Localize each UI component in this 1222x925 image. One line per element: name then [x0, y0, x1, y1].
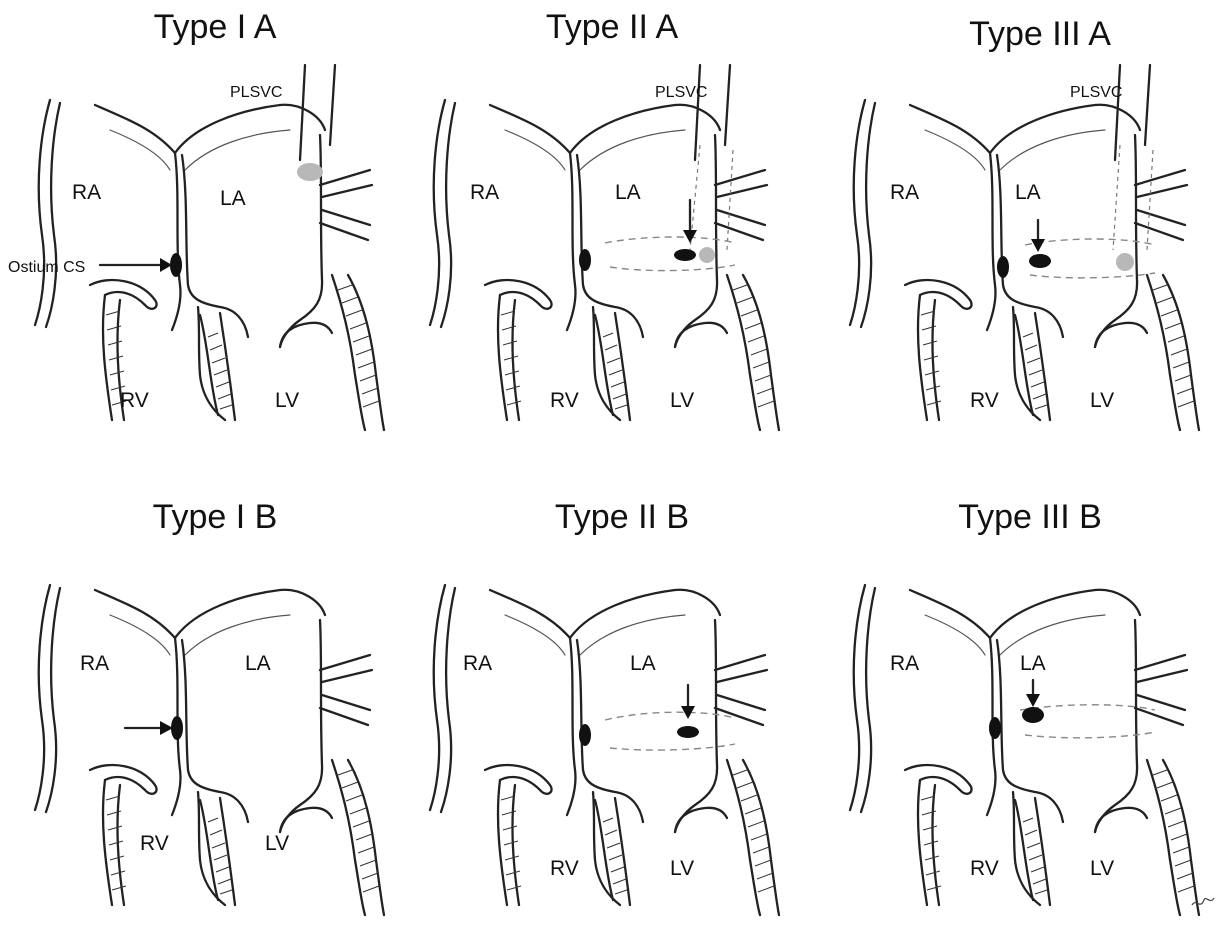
ra-label: RA — [463, 652, 492, 675]
cs-vessel-marker — [297, 163, 323, 181]
plsvc-label: PLSVC — [230, 84, 282, 101]
cs-lesion-marker — [1022, 707, 1044, 723]
ra-label: RA — [890, 652, 919, 675]
rv-label: RV — [140, 832, 169, 855]
lv-label: LV — [275, 389, 299, 412]
arrow-down-icon — [1031, 239, 1045, 252]
cs-vessel-marker — [1116, 253, 1134, 271]
panel-type-iiib: Type III B RA LA RV LV — [850, 498, 1199, 915]
ra-label: RA — [890, 181, 919, 204]
ostium-cs-label: Ostium CS — [8, 259, 85, 276]
arrow-head-icon — [160, 721, 173, 735]
ra-label: RA — [72, 181, 101, 204]
panel-type-iiia: Type III A PLSVC RA LA RV LV — [850, 15, 1199, 430]
rv-label: RV — [970, 389, 999, 412]
la-label: LA — [220, 187, 246, 210]
rv-label: RV — [970, 857, 999, 880]
panel-title: Type III A — [969, 15, 1111, 53]
lv-label: LV — [1090, 857, 1114, 880]
la-label: LA — [245, 652, 271, 675]
plsvc-label: PLSVC — [1070, 84, 1122, 101]
panel-title: Type I A — [154, 8, 277, 46]
ostium-cs-marker — [997, 256, 1009, 278]
arrow-down-icon — [683, 230, 697, 243]
panel-title: Type II A — [546, 8, 679, 46]
ra-label: RA — [470, 181, 499, 204]
la-label: LA — [630, 652, 656, 675]
rv-label: RV — [550, 389, 579, 412]
panel-type-ib: Type I B RA LA RV LV — [35, 498, 384, 915]
cs-lesion-marker — [677, 726, 699, 738]
plsvc-dashed-course — [1113, 145, 1153, 250]
cs-lesion-marker — [1029, 254, 1051, 268]
lv-label: LV — [265, 832, 289, 855]
la-label: LA — [615, 181, 641, 204]
panel-title: Type I B — [153, 498, 278, 536]
panel-type-ia: Type I A PLSVC RA LA RV LV Ostium CS — [8, 8, 384, 430]
cs-vessel-marker — [699, 247, 715, 263]
lv-label: LV — [670, 857, 694, 880]
arrow-down-icon — [1026, 694, 1040, 707]
la-label: LA — [1020, 652, 1046, 675]
panel-type-iia: Type II A PLSVC RA LA RV LV — [430, 8, 779, 430]
la-label: LA — [1015, 181, 1041, 204]
plsvc-dashed-course — [690, 145, 733, 250]
ostium-cs-marker — [579, 724, 591, 746]
ostium-cs-marker — [579, 249, 591, 271]
ostium-cs-marker — [989, 717, 1001, 739]
panel-title: Type III B — [958, 498, 1102, 536]
lv-label: LV — [670, 389, 694, 412]
cs-lesion-marker — [674, 249, 696, 261]
panel-type-iib: Type II B RA LA RV LV — [430, 498, 779, 915]
rv-label: RV — [550, 857, 579, 880]
arrow-head-icon — [160, 258, 172, 272]
lv-label: LV — [1090, 389, 1114, 412]
ra-label: RA — [80, 652, 109, 675]
panel-title: Type II B — [555, 498, 689, 536]
plsvc-label: PLSVC — [655, 84, 707, 101]
rv-label: RV — [120, 389, 149, 412]
